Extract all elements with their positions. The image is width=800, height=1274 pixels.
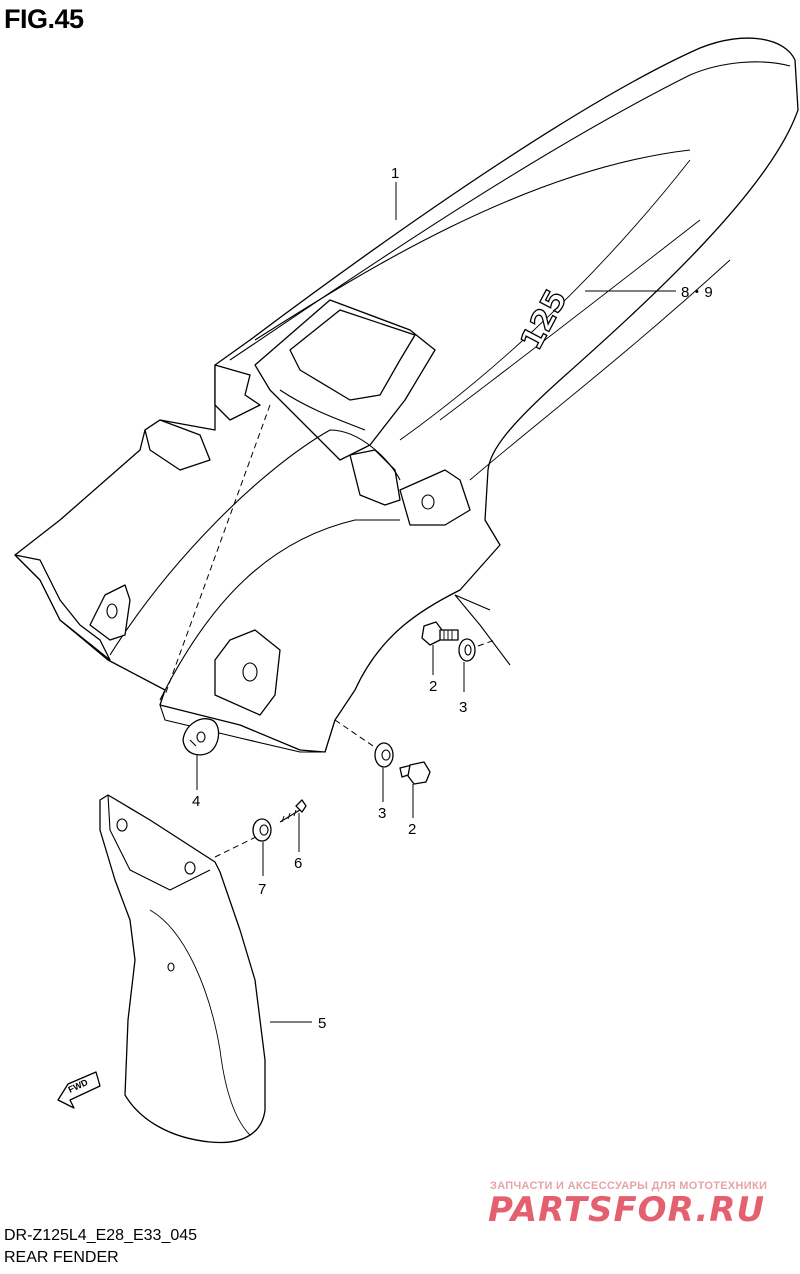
mud-flap-hole-2 <box>184 861 196 875</box>
fender-rear-edge <box>454 594 511 666</box>
mud-flap-hole-3 <box>167 962 175 972</box>
washer-7-body <box>252 818 272 842</box>
fender-left-upper-tab <box>144 419 211 471</box>
callout-2-lower: 2 <box>408 821 416 838</box>
fender-lower-mount-hole <box>242 662 258 682</box>
screw-6-thread <box>281 809 297 823</box>
callout-6: 6 <box>294 855 302 872</box>
fender-pad-edge <box>279 389 366 431</box>
washer-7-hole <box>259 824 269 836</box>
fender-under-curve <box>109 429 401 656</box>
fender-ridge-5 <box>469 259 731 481</box>
screw-part-6[interactable] <box>279 799 307 823</box>
fender-ridge-3 <box>399 159 691 441</box>
washer-3b-body <box>374 742 394 768</box>
fender-lower-skirt <box>159 704 325 753</box>
callout-1: 1 <box>391 165 399 182</box>
fwd-arrow-shape <box>57 1071 101 1109</box>
fender-right-tab-hole <box>421 494 435 510</box>
callout-3-upper: 3 <box>459 699 467 716</box>
bolt-2b-head <box>407 761 431 785</box>
screw-6-shaft <box>279 809 301 823</box>
figure-title: FIG.45 <box>4 4 84 34</box>
fender-ridge-1 <box>229 61 791 361</box>
callout-8-9: 8・9 <box>681 284 713 301</box>
callout-3-lower: 3 <box>378 805 386 822</box>
mud-flap-part[interactable] <box>99 794 266 1144</box>
mud-flap-body <box>99 794 266 1144</box>
watermark-logo: PARTSFOR.RU <box>488 1190 766 1230</box>
lower-bolt-dash <box>334 719 377 749</box>
bolt-part-2-upper[interactable] <box>421 621 459 646</box>
fender-left-mount <box>89 584 131 641</box>
fender-lower-mount <box>214 629 281 716</box>
callout-7: 7 <box>258 881 266 898</box>
mud-flap-hole-1 <box>116 818 128 832</box>
fender-rear-edge-2 <box>454 594 491 611</box>
mud-flap-ridge <box>107 794 211 891</box>
callout-5: 5 <box>318 1015 326 1032</box>
washer-4-hole <box>196 731 206 743</box>
fwd-arrow: FWD <box>57 1071 101 1109</box>
bolt-2a-thread <box>443 630 453 640</box>
fender-left-mount-hole <box>106 603 118 619</box>
washer-part-3-upper[interactable] <box>458 638 476 662</box>
screw-6-head <box>295 799 307 813</box>
washer-3b-hole <box>381 749 391 761</box>
section-name: REAR FENDER <box>4 1249 119 1266</box>
fender-ridge-4 <box>439 219 701 421</box>
fender-left-flap <box>14 554 111 661</box>
bolt-2a-head <box>421 621 443 646</box>
bolt-part-2-lower[interactable] <box>399 761 431 785</box>
model-code: DR-Z125L4_E28_E33_045 <box>4 1227 198 1244</box>
washer-3a-hole <box>464 644 472 656</box>
washer-4-detail <box>189 739 197 747</box>
washer-4-body <box>182 718 220 756</box>
washer-3a-body <box>458 638 476 662</box>
fender-under-curve-2 <box>159 519 400 701</box>
fender-front-bracket <box>214 364 261 421</box>
fender-centerline <box>164 404 271 696</box>
fender-right-tab <box>399 469 471 526</box>
watermark-tagline: ЗАПЧАСТИ И АКСЕССУАРЫ ДЛЯ МОТОТЕХНИКИ <box>490 1180 768 1192</box>
flap-dash-line <box>214 835 259 858</box>
fender-top-pad-inner <box>289 309 416 401</box>
bolt-2a-shaft <box>439 629 459 641</box>
callout-4: 4 <box>192 793 200 810</box>
upper-bolt-dash <box>477 639 496 647</box>
rear-fender-part[interactable]: 125 <box>14 37 799 753</box>
washer-part-3-lower[interactable] <box>374 742 394 768</box>
fender-ridge-2 <box>254 149 691 341</box>
callout-2-upper: 2 <box>429 678 437 695</box>
washer-part-4[interactable] <box>182 718 220 756</box>
mud-flap-inner-curve <box>149 909 251 1136</box>
washer-part-7[interactable] <box>252 818 272 842</box>
